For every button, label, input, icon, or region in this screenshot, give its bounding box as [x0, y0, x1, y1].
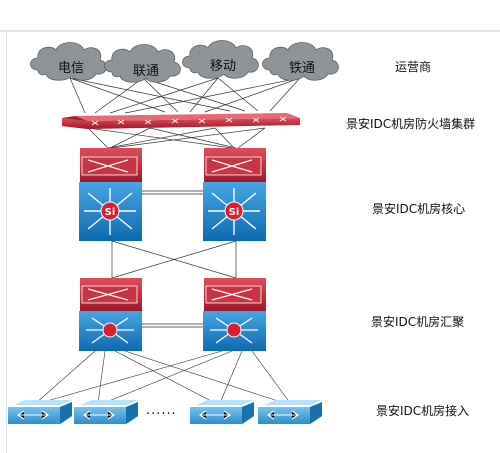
tier-label-access: 景安IDC机房接入	[376, 404, 470, 418]
core-switch-left: Si	[79, 148, 142, 241]
access-ellipsis: ......	[146, 403, 177, 418]
tier-label-core: 景安IDC机房核心	[372, 202, 466, 216]
tier-label-firewall: 景安IDC机房防火墙集群	[346, 117, 476, 131]
isp-cloud-unicom	[104, 44, 181, 83]
isp-label-tietong: 铁通	[289, 61, 316, 76]
isp-label-telecom: 电信	[58, 61, 85, 76]
isp-to-firewall-links	[69, 77, 301, 114]
access-switch-1	[8, 400, 72, 424]
firewall-cluster	[62, 113, 300, 129]
aggregation-switch-left	[79, 278, 142, 351]
isp-cloud-tietong	[262, 42, 339, 81]
firewall-to-core-links	[87, 127, 266, 149]
core-switch-right: Si	[203, 148, 266, 241]
tier-label-isp: 运营商	[395, 60, 432, 74]
frame-top-edge	[0, 30, 500, 32]
aggregation-to-access-links	[35, 350, 291, 404]
core-right-si-mark: Si	[229, 207, 240, 218]
isp-label-mobile: 移动	[210, 59, 237, 74]
access-switch-4	[258, 400, 322, 424]
core-to-aggregation-links	[111, 240, 237, 279]
aggregation-switch-right	[203, 278, 266, 351]
frame-left-edge	[6, 30, 7, 453]
aggregation-interconnect-links	[142, 323, 203, 328]
isp-cloud-telecom	[30, 42, 107, 81]
isp-cloud-mobile	[182, 40, 259, 79]
core-left-si-mark: Si	[105, 207, 116, 218]
core-interconnect-links	[142, 190, 203, 195]
tier-label-aggregation: 景安IDC机房汇聚	[371, 315, 465, 329]
isp-label-unicom: 联通	[133, 64, 160, 79]
access-switch-2	[74, 400, 138, 424]
access-switch-3	[190, 400, 254, 424]
